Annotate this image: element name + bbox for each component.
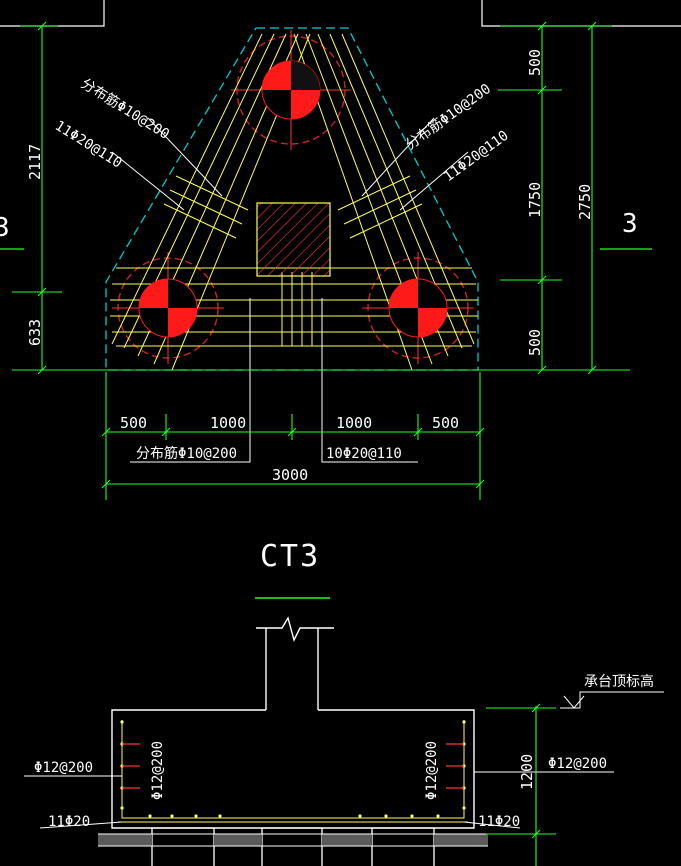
section-piles — [151, 827, 435, 866]
cap-section-outline — [111, 709, 475, 829]
dim-section-height: 1200 — [518, 754, 536, 790]
label-main-upper-right: 11Φ20@110 — [441, 128, 512, 186]
dim-right-top: 500 — [526, 49, 544, 76]
plan-dimension-texts: 2117 633 500 1750 500 2750 500 1000 1000… — [26, 49, 594, 484]
dim-left-upper: 2117 — [26, 144, 44, 180]
dim-bottom-1: 500 — [120, 414, 147, 432]
section-rebar — [118, 720, 468, 823]
dim-right-bot: 500 — [526, 329, 544, 356]
section-dimension — [486, 703, 556, 866]
dim-bottom-2: 1000 — [210, 414, 246, 432]
section-red-ticks — [122, 743, 464, 789]
section-mark-right: 3 — [622, 209, 640, 239]
label-left-vertical-bar: Φ12@200 — [150, 741, 166, 800]
label-main-bottom: 10Φ20@110 — [326, 446, 402, 462]
section-leaders — [24, 691, 664, 829]
section-view: 承台顶标高 Φ12@200 Φ12@200 Φ12@200 Φ12@200 11… — [24, 616, 664, 866]
label-right-vertical-bar: Φ12@200 — [424, 741, 440, 800]
pile-symbols — [138, 60, 448, 338]
label-left-side-bar: Φ12@200 — [34, 760, 93, 776]
bedding-layer — [98, 833, 488, 847]
plan-view: 分布筋Φ10@200 11Φ20@110 分布筋Φ10@200 11Φ20@11… — [0, 0, 681, 500]
section-marks: 3 3 — [0, 209, 652, 250]
label-elevation: 承台顶标高 — [584, 673, 654, 690]
section-rebar-dots — [120, 720, 466, 818]
label-main-upper-left: 11Φ20@110 — [52, 118, 125, 172]
label-dist-upper-left: 分布筋Φ10@200 — [78, 75, 173, 143]
column-stub — [256, 616, 334, 710]
drawing-title-block: CT3 — [255, 539, 330, 599]
dim-left-lower: 633 — [26, 319, 44, 346]
label-dist-bottom: 分布筋Φ10@200 — [136, 445, 237, 462]
label-right-side-bar: Φ12@200 — [548, 756, 607, 772]
dim-bottom-3: 1000 — [336, 414, 372, 432]
drawing-title: CT3 — [260, 539, 320, 574]
label-dist-upper-right: 分布筋Φ10@200 — [402, 80, 494, 153]
upper-frame-lines — [0, 0, 681, 27]
dim-right-total: 2750 — [576, 184, 594, 220]
pile-left — [138, 278, 198, 338]
dim-right-mid: 1750 — [526, 182, 544, 218]
plan-dimensions — [12, 21, 630, 500]
pile-right — [388, 278, 448, 338]
leader-lines — [111, 117, 469, 463]
section-mark-left: 3 — [0, 213, 12, 243]
pile-top — [261, 60, 321, 120]
dim-bottom-4: 500 — [432, 414, 459, 432]
dim-bottom-total: 3000 — [272, 466, 308, 484]
label-left-bottom-bar: 11Φ20 — [48, 814, 90, 830]
column-hatched — [256, 202, 331, 277]
section-labels: 承台顶标高 Φ12@200 Φ12@200 Φ12@200 Φ12@200 11… — [34, 673, 654, 830]
label-right-bottom-bar: 11Φ20 — [478, 814, 520, 830]
